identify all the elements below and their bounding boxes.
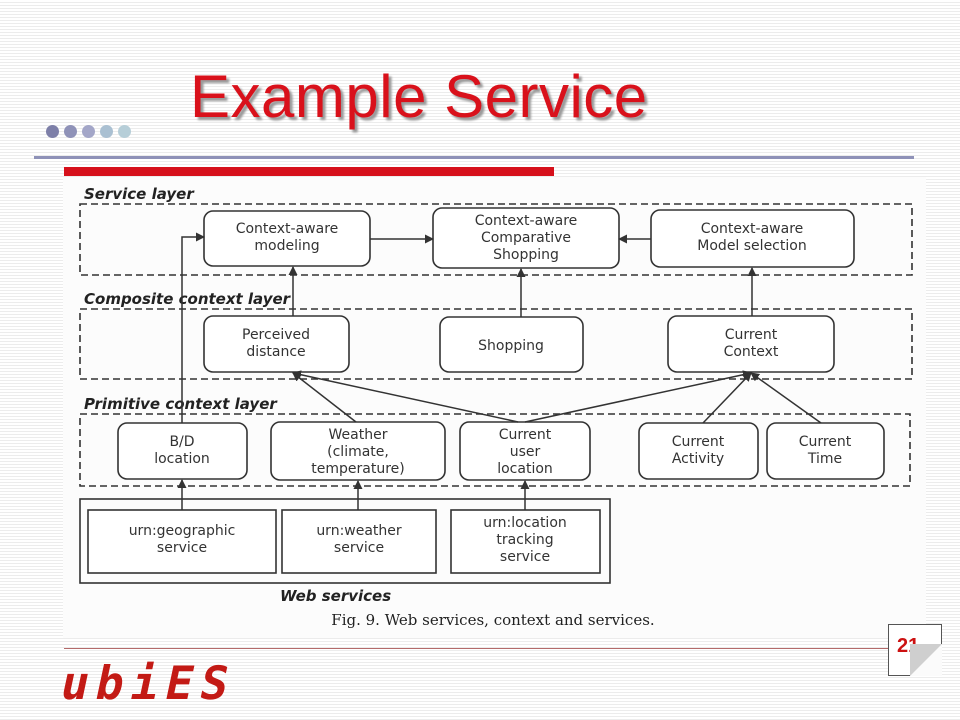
node-perceived-line-2: distance (246, 344, 305, 360)
accent-bar (64, 167, 554, 176)
node-context-aware-modeling: Context-aware modeling (203, 210, 371, 267)
node-context-line-2: Context (724, 344, 779, 360)
service-layer-label: Service layer (84, 185, 195, 203)
node-lsvc-line-2: tracking (496, 532, 553, 548)
figure-caption: Fig. 9. Web services, context and servic… (331, 611, 654, 629)
dot-1 (46, 125, 59, 138)
node-selection-line-2: Model selection (697, 238, 806, 254)
node-bd-location: B/D location (117, 422, 248, 480)
node-comparative-line-3: Shopping (493, 247, 559, 263)
node-time-line-1: Current (799, 434, 852, 450)
node-weather: Weather (climate, temperature) (270, 421, 446, 481)
node-selection-line-1: Context-aware (701, 221, 804, 237)
arrow-bd-to-modeling (181, 232, 205, 423)
node-modeling-line-2: modeling (254, 238, 319, 254)
arrow-time-to-context (750, 372, 822, 424)
node-current-context: Current Context (667, 315, 835, 373)
arrow-user-to-context (524, 370, 752, 423)
node-bd-line-2: location (154, 451, 210, 467)
arrow-weather-to-perceived (292, 372, 357, 423)
node-weather-service: urn:weather service (281, 509, 437, 574)
decorative-dots (46, 125, 131, 138)
node-context-line-1: Current (725, 327, 778, 343)
node-wsvc-line-1: urn:weather (316, 523, 402, 539)
arrow-activity-to-context (702, 372, 752, 424)
node-geo-line-1: urn:geographic (129, 523, 236, 539)
node-weather-line-3: temperature) (311, 461, 404, 477)
node-activity-line-1: Current (672, 434, 725, 450)
node-comparative-line-1: Context-aware (475, 213, 578, 229)
node-location-tracking-service: urn:location tracking service (450, 509, 601, 574)
node-shopping: Shopping (439, 316, 584, 373)
node-weather-line-1: Weather (329, 427, 388, 443)
architecture-diagram: Service layer Composite context layer Pr… (79, 185, 913, 629)
node-perceived-distance: Perceived distance (203, 315, 350, 373)
node-current-time: Current Time (766, 422, 885, 480)
title-divider (34, 156, 914, 159)
node-wsvc-line-2: service (334, 540, 384, 556)
diagram-arrows (177, 232, 822, 510)
ubies-logo: ubiES (56, 656, 242, 710)
node-user-location-line-2: user (510, 444, 541, 460)
node-geo-line-2: service (157, 540, 207, 556)
footer-divider (64, 648, 942, 649)
node-shopping-line-1: Shopping (478, 338, 544, 354)
diagram-figure: Service layer Composite context layer Pr… (63, 177, 926, 638)
node-geographic-service: urn:geographic service (87, 509, 277, 574)
dot-5 (118, 125, 131, 138)
page-number-box: 21 (888, 624, 942, 676)
slide-title: Example Service (190, 63, 648, 130)
node-comparative-line-2: Comparative (481, 230, 571, 246)
node-time-line-2: Time (807, 451, 842, 467)
web-services-frame (79, 498, 611, 584)
node-current-activity: Current Activity (638, 422, 759, 480)
node-user-location-line-1: Current (499, 427, 552, 443)
node-lsvc-line-3: service (500, 549, 550, 565)
node-perceived-line-1: Perceived (242, 327, 310, 343)
node-modeling-line-1: Context-aware (236, 221, 339, 237)
dot-4 (100, 125, 113, 138)
web-services-label: Web services (280, 587, 391, 605)
dot-3 (82, 125, 95, 138)
primitive-layer-label: Primitive context layer (84, 395, 278, 413)
dot-2 (64, 125, 77, 138)
node-bd-line-1: B/D (169, 434, 194, 450)
node-activity-line-2: Activity (672, 451, 724, 467)
node-user-location: Current user location (459, 421, 591, 481)
node-lsvc-line-1: urn:location (483, 515, 567, 531)
arrow-user-to-perceived (292, 370, 519, 423)
composite-layer-label: Composite context layer (84, 290, 292, 308)
node-weather-line-2: (climate, (327, 444, 389, 460)
node-model-selection: Context-aware Model selection (650, 209, 855, 268)
node-user-location-line-3: location (497, 461, 553, 477)
node-comparative-shopping: Context-aware Comparative Shopping (432, 207, 620, 269)
page-curl-icon (910, 644, 942, 676)
